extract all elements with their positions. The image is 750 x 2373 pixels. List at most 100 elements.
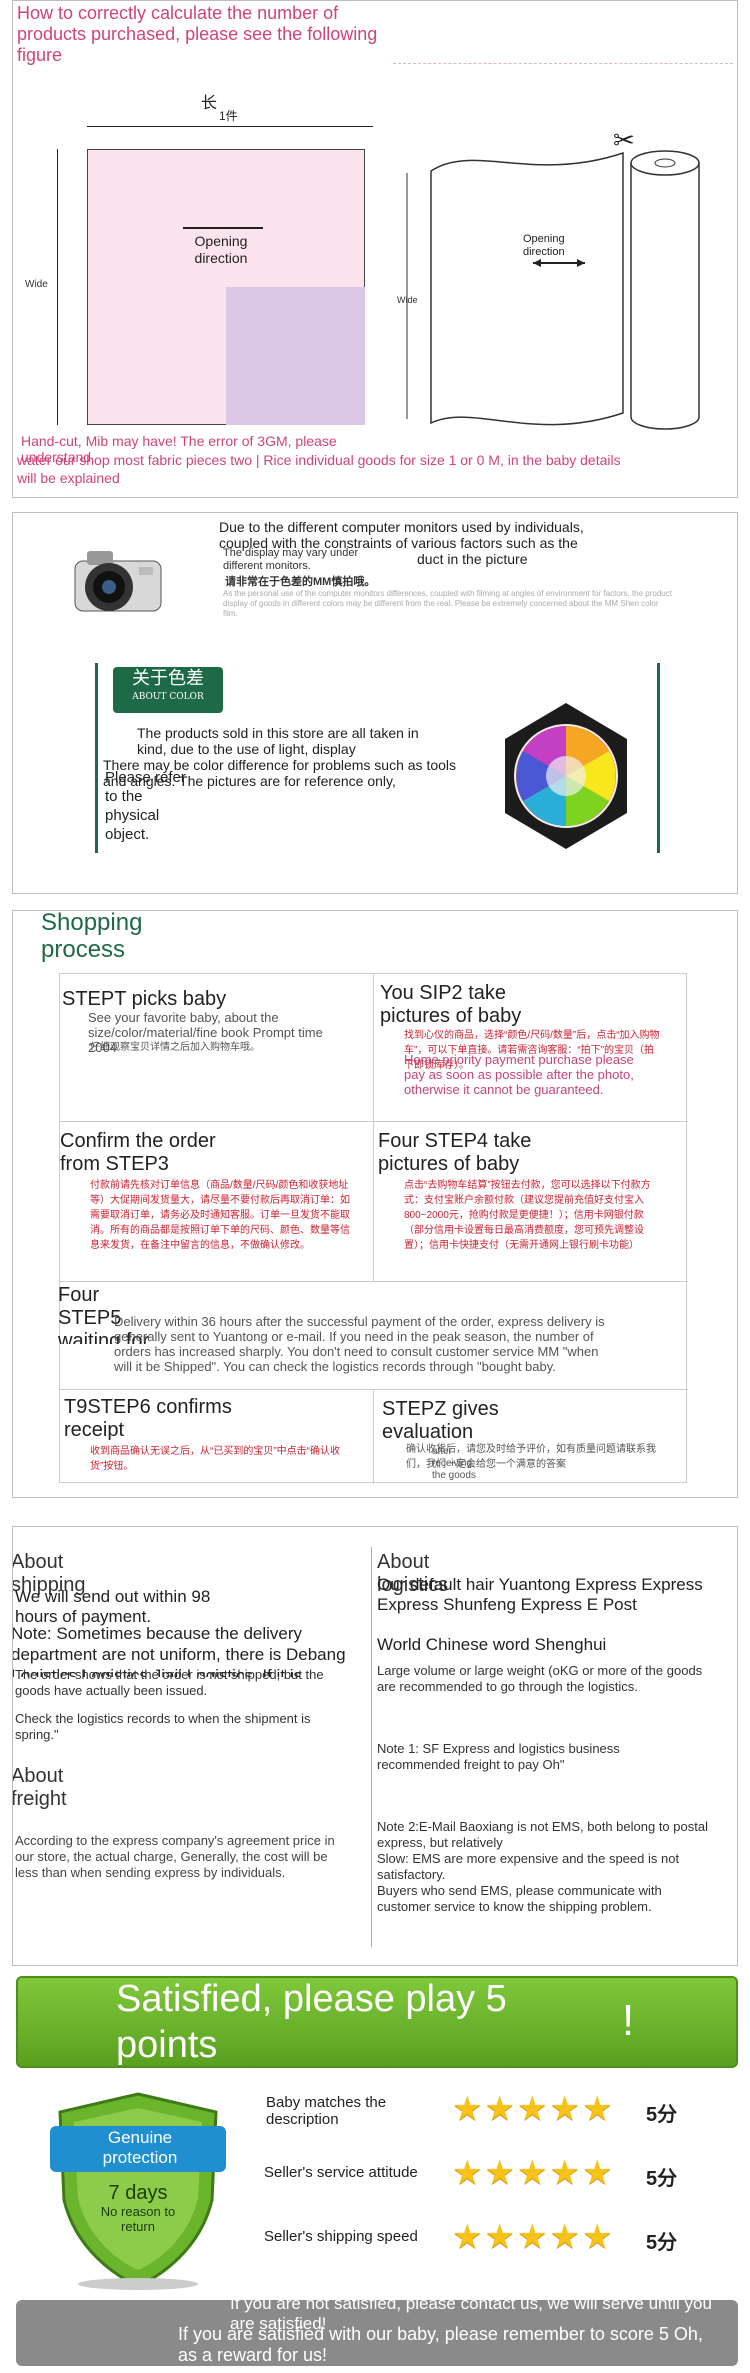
logistics-text-g: Buyers who send EMS, please communicate …	[377, 1883, 662, 1914]
shield-text-a: Genuine protection	[102, 2128, 178, 2167]
green-rule-left	[95, 663, 98, 853]
rating-row-shipping: Seller's shipping speed ★★★★★ 5分	[12, 2214, 738, 2264]
step-4-cn: 点击“去购物车结算”按钮去付款，您可以选择以下付款方式：支付宝账户余额付款（建议…	[404, 1180, 651, 1251]
logistics-text-e: Note 2:E-Mail Baoxiang is not EMS, both …	[377, 1819, 708, 1850]
freight-text: According to the express company's agree…	[15, 1833, 335, 1880]
footer-text-b: If you are satisfied with our baby, plea…	[178, 2324, 703, 2365]
step-7-cn: 确认收货后，请您及时给予评价，如有质量问题请联系我们，我们一定会给您一个满意的答…	[406, 1444, 656, 1470]
about-color-badge: 关于色差 ABOUT COLOR	[113, 667, 223, 713]
star-icon: ★	[516, 2090, 548, 2128]
star-icon: ★	[452, 2218, 483, 2256]
step-3-cn: 付款前请先核对订单信息（商品/数量/尺码/颜色和收获地址等）大促期间发货量大，请…	[90, 1180, 350, 1251]
about-logistics-title: About logistics	[377, 1551, 449, 1596]
fabric-sheet	[87, 149, 365, 425]
rating-score: 5分	[646, 2168, 678, 2190]
step-6-title: T9STEP6 confirms receipt	[64, 1396, 232, 1441]
logistics-text-d: Note 1: SF Express and logistics busines…	[377, 1741, 620, 1772]
star-icon: ★	[581, 2218, 613, 2256]
footer-text-a: If you are not satisfied, please contact…	[230, 2300, 712, 2333]
shipping-text-c: The order shows that the order is not sh…	[15, 1667, 324, 1698]
wide-label-right: Wide	[397, 295, 418, 305]
shield-text-c: No reason to return	[100, 2204, 176, 2234]
size-section-title: How to correctly calculate the number of…	[17, 3, 378, 65]
rating-banner: Satisfied, please play 5 points !	[16, 1976, 738, 2068]
color-body-b: There may be color difference for proble…	[103, 757, 457, 789]
step-1-cn: 仔细观察宝贝详情之后加入购物车哦。	[90, 1042, 260, 1053]
length-label: 长	[201, 95, 218, 112]
shopping-section: Shopping process STEPT picks baby See yo…	[12, 910, 738, 1498]
note-shop: water our shop most fabric pieces two | …	[17, 452, 621, 486]
color-wheel-icon	[505, 703, 627, 849]
fabric-roll-drawing	[406, 150, 700, 430]
rating-label: Baby matches the description	[266, 2094, 387, 2128]
grey-note: As the personal use of the computer moni…	[223, 589, 672, 618]
step-2: You SIP2 take pictures of baby 找到心仪的商品，选…	[374, 974, 688, 1122]
star-icon: ★	[516, 2154, 548, 2192]
rating-score: 5分	[646, 2104, 678, 2126]
shipping-text-a: We will send out within 98 hours of paym…	[15, 1587, 211, 1626]
color-body-a: The products sold in this store are all …	[137, 725, 419, 757]
rating-score: 5分	[646, 2232, 678, 2254]
step-4-title: Four STEP4 take pictures of baby	[378, 1130, 532, 1175]
rating-stars: ★★★★★	[452, 2092, 614, 2126]
star-icon: ★	[549, 2154, 580, 2192]
badge-en: ABOUT COLOR	[132, 692, 204, 702]
shield-text-b: 7 days	[108, 2182, 168, 2204]
rating-stars: ★★★★★	[452, 2220, 614, 2254]
star-icon: ★	[581, 2154, 613, 2192]
rating-footer: If you are not satisfied, please contact…	[16, 2300, 738, 2366]
star-icon: ★	[484, 2218, 515, 2256]
about-freight-title: About freight	[12, 1765, 67, 1810]
star-icon: ★	[549, 2090, 580, 2128]
arrow-left-icon	[183, 227, 263, 229]
piece-label: 1件	[219, 109, 238, 123]
step-3: Confirm the order from STEP3 付款前请先核对订单信息…	[60, 1122, 374, 1282]
step-7: STEPZ gives evaluation 确认收货后，请您及时给予评价，如有…	[374, 1390, 688, 1484]
step-1-en: See your favorite baby, about the size/c…	[88, 1010, 323, 1055]
star-icon: ★	[516, 2218, 548, 2256]
display-note-en: The display may vary under different mon…	[223, 547, 359, 572]
rating-label: Seller's shipping speed	[264, 2228, 418, 2245]
color-body-c: Please refer	[105, 769, 186, 786]
shipping-text-b: Note: Sometimes because the delivery dep…	[12, 1624, 346, 1677]
rating-row-description: Baby matches the description ★★★★★ 5分	[12, 2086, 738, 2136]
step-5-title: Four STEP5 waiting for shipping	[58, 1284, 150, 1344]
step-2-title: You SIP2 take pictures of baby	[380, 982, 522, 1027]
star-icon: ★	[549, 2218, 580, 2256]
step-7-en: after receiving the goods	[432, 1446, 476, 1481]
star-icon: ★	[484, 2090, 515, 2128]
color-intro: Due to the different computer monitors u…	[219, 519, 584, 551]
dashed-divider	[393, 63, 733, 64]
camera-icon	[69, 541, 169, 619]
opening-direction-left: Opening direction	[194, 233, 248, 266]
step-6-cn: 收到商品确认无误之后，从“已买到的宝贝”中点击“确认收货”按钮。	[90, 1446, 340, 1472]
step-2-en: Home priority payment purchase please pa…	[404, 1052, 634, 1097]
fabric-cut-piece	[226, 287, 365, 425]
opening-direction-right: Opening direction	[523, 233, 565, 258]
wide-label-left: Wide	[25, 279, 48, 290]
badge-cn: 关于色差	[132, 668, 204, 689]
step-3-title: Confirm the order from STEP3	[60, 1130, 216, 1175]
star-icon: ★	[581, 2090, 613, 2128]
step-1: STEPT picks baby See your favorite baby,…	[60, 974, 374, 1122]
size-section: How to correctly calculate the number of…	[12, 0, 738, 498]
star-icon: ★	[452, 2154, 483, 2192]
step-2-cn: 找到心仪的商品，选择“颜色/尺码/数量”后，点击“加入购物车”，可以下单直接。请…	[404, 1030, 660, 1071]
step-5: Four STEP5 waiting for shipping Delivery…	[58, 1282, 688, 1390]
note-handcut: Hand-cut, Mib may have! The error of 3GM…	[21, 433, 337, 465]
logistics-text-b: World Chinese word Shenghui	[377, 1635, 607, 1654]
step-4: Four STEP4 take pictures of baby 点击“去购物车…	[374, 1122, 688, 1282]
scissors-icon: ✂	[613, 125, 635, 155]
logistics-text-a: Our default hair Yuantong Express Expres…	[377, 1575, 703, 1614]
shipping-text-d: Check the logistics records to when the …	[15, 1711, 311, 1742]
rating-banner-text: Satisfied, please play 5 points	[116, 1978, 507, 2066]
step-6: T9STEP6 confirms receipt 收到商品确认无误之后，从“已买…	[60, 1390, 374, 1484]
rating-rows: Baby matches the description ★★★★★ 5分 Se…	[12, 2086, 738, 2286]
about-shipping-title: About shipping	[12, 1551, 86, 1596]
rating-row-service: Seller's service attitude ★★★★★ 5分	[12, 2150, 738, 2200]
green-rule-right	[657, 663, 660, 853]
step-7-title: STEPZ gives evaluation	[382, 1398, 499, 1443]
steps-grid: STEPT picks baby See your favorite baby,…	[58, 973, 688, 1484]
left-divider	[371, 1547, 372, 1947]
color-intro-tail: duct in the picture	[417, 551, 528, 567]
